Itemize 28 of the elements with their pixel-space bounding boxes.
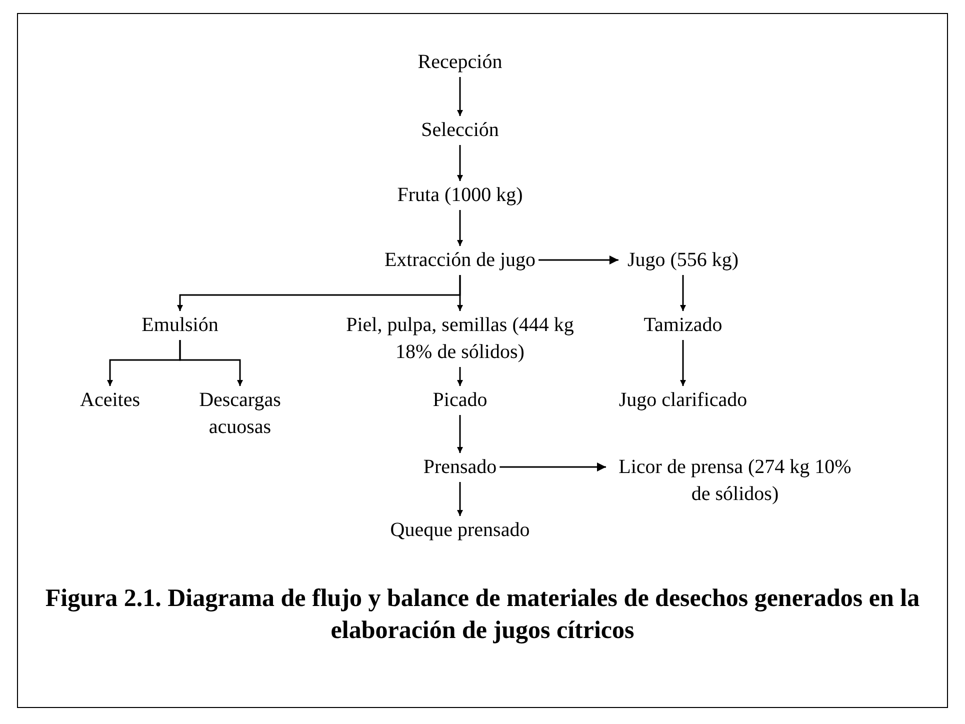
step-label: Aceites [77,386,143,415]
step-label: Extracción de jugo [381,246,539,275]
arrow [457,482,463,516]
step-label: Prensado [420,453,500,482]
arrow [457,145,463,181]
arrow [457,415,463,453]
step-label: Jugo (556 kg) [624,246,742,275]
arrow [538,256,618,264]
arrow [457,210,463,246]
arrow [680,275,686,311]
step-label: Licor de prensa (274 kg 10% de sólidos) [612,453,858,509]
step-label: Queque prensado [387,516,533,545]
figure-caption: Figura 2.1. Diagrama de flujo y balance de materiales de desechos generados en la elaboración de jugos cítricos [44,584,921,646]
arrow [457,77,463,116]
step-label: Jugo clarificado [616,386,750,415]
step-label: Picado [430,386,490,415]
step-label: Descargas acuosas [182,386,298,442]
step-label: Emulsión [138,311,222,340]
arrow [179,340,243,386]
step-label: Recepción [414,48,506,77]
step-label: Tamizado [640,311,726,340]
step-label: Piel, pulpa, semillas (444 kg 18% de sólidos) [342,311,578,367]
step-label: Fruta (1000 kg) [394,181,526,210]
arrow [457,275,463,311]
arrow [457,367,463,386]
step-label: Selección [418,116,502,145]
arrow [500,462,606,472]
arrow [680,340,686,386]
